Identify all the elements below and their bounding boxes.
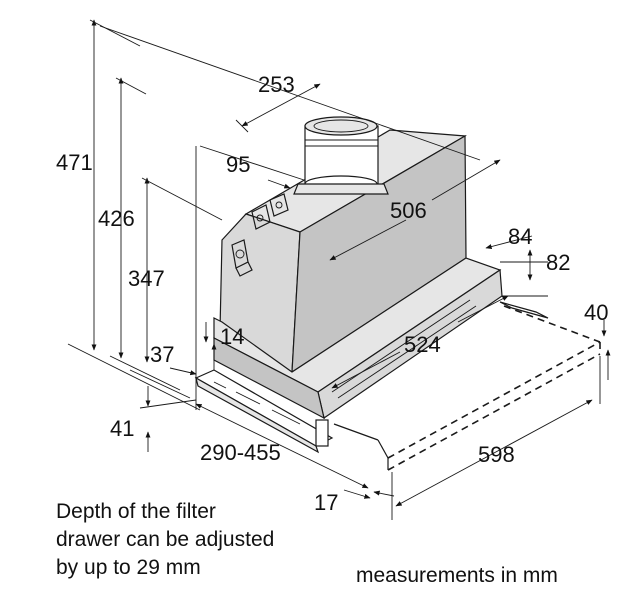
dim-347: 347	[128, 266, 165, 291]
units-note: measurements in mm	[356, 564, 558, 587]
dim-506: 506	[390, 198, 427, 223]
dim-17: 17	[314, 490, 338, 515]
filter-note-line-1: Depth of the filter	[56, 500, 216, 523]
dim-14: 14	[220, 324, 244, 349]
filter-note-line-3: by up to 29 mm	[56, 556, 201, 579]
canopy	[213, 257, 503, 420]
dimension-labels: 471 426 347 253 95 506 84 82 40 524 14 3…	[56, 72, 608, 515]
dim-95: 95	[226, 152, 250, 177]
dim-82: 82	[546, 250, 570, 275]
dim-290-455: 290-455	[200, 440, 281, 465]
notes: Depth of the filter drawer can be adjust…	[56, 500, 558, 587]
dimension-lines	[67, 19, 611, 520]
dim-471: 471	[56, 150, 93, 175]
dim-598: 598	[478, 442, 515, 467]
dim-41: 41	[110, 416, 134, 441]
duct-outlet	[293, 116, 389, 195]
dim-524: 524	[404, 332, 441, 357]
dim-253: 253	[258, 72, 295, 97]
dim-426: 426	[98, 206, 135, 231]
dim-40: 40	[584, 300, 608, 325]
mounting-clips	[231, 193, 289, 277]
dim-84: 84	[508, 224, 532, 249]
dim-37: 37	[150, 342, 174, 367]
filter-note-line-2: drawer can be adjusted	[56, 528, 274, 551]
